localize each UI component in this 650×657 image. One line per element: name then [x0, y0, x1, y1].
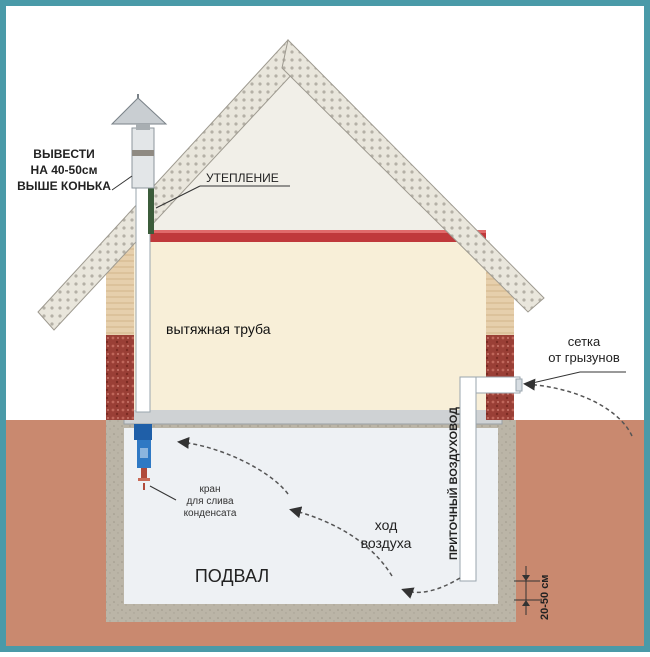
drain-valve-line2: для слива	[186, 496, 233, 507]
chimney-note-line2: НА 40-50см	[31, 163, 98, 177]
supply-duct-label: ПРИТОЧНЫЙ ВОЗДУХОВОД	[447, 407, 460, 560]
airflow-line2: воздуха	[361, 535, 412, 551]
roof-right-slope	[281, 38, 545, 313]
floor-slab	[123, 407, 503, 425]
left-wall-brick	[106, 335, 134, 420]
chimney-cap-icon	[110, 94, 168, 130]
exhaust-pipe-insulation	[148, 150, 154, 234]
height-dimension	[514, 566, 540, 615]
airflow-line1: ход	[375, 517, 398, 533]
airflow-top-arrow	[177, 436, 289, 495]
basement-space	[124, 428, 498, 604]
chimney-note-line1: ВЫВЕСТИ	[33, 147, 94, 161]
leader-rodent-mesh	[527, 371, 626, 385]
drain-valve-line3: конденсата	[184, 508, 237, 519]
rodent-mesh-line2: от грызунов	[548, 350, 620, 365]
leader-drain-valve	[149, 485, 177, 501]
attic-fill	[134, 68, 490, 258]
leader-insulation-slant	[155, 185, 201, 209]
airflow-outside-arrow	[523, 378, 633, 437]
basement-label: ПОДВАЛ	[195, 566, 269, 586]
chimney-note-line3: ВЫШЕ КОНЬКА	[17, 179, 111, 193]
exhaust-pipe-label: вытяжная труба	[166, 321, 271, 337]
valve-icon	[138, 468, 150, 490]
house-wall-interior	[134, 240, 486, 410]
ceiling-beam-highlight	[134, 230, 486, 233]
exhaust-pipe-interior	[135, 175, 151, 413]
insulation-label: УТЕПЛЕНИЕ	[206, 171, 279, 185]
rodent-mesh-line1: сетка	[568, 334, 601, 349]
chimney-pipe	[131, 127, 155, 189]
leader-chimney-note	[111, 175, 133, 191]
exhaust-fan-icon	[134, 424, 152, 468]
chimney-insulation-band	[132, 150, 154, 156]
supply-duct	[459, 376, 523, 582]
drain-valve-line1: кран	[199, 484, 220, 495]
height-dimension-label: 20-50 см	[539, 575, 551, 620]
